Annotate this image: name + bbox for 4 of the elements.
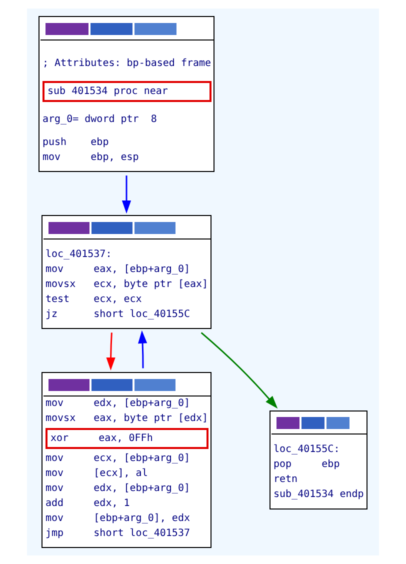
arrow [122, 176, 132, 214]
arrow [200, 332, 278, 409]
arrow [138, 330, 148, 368]
arrow [106, 332, 116, 370]
